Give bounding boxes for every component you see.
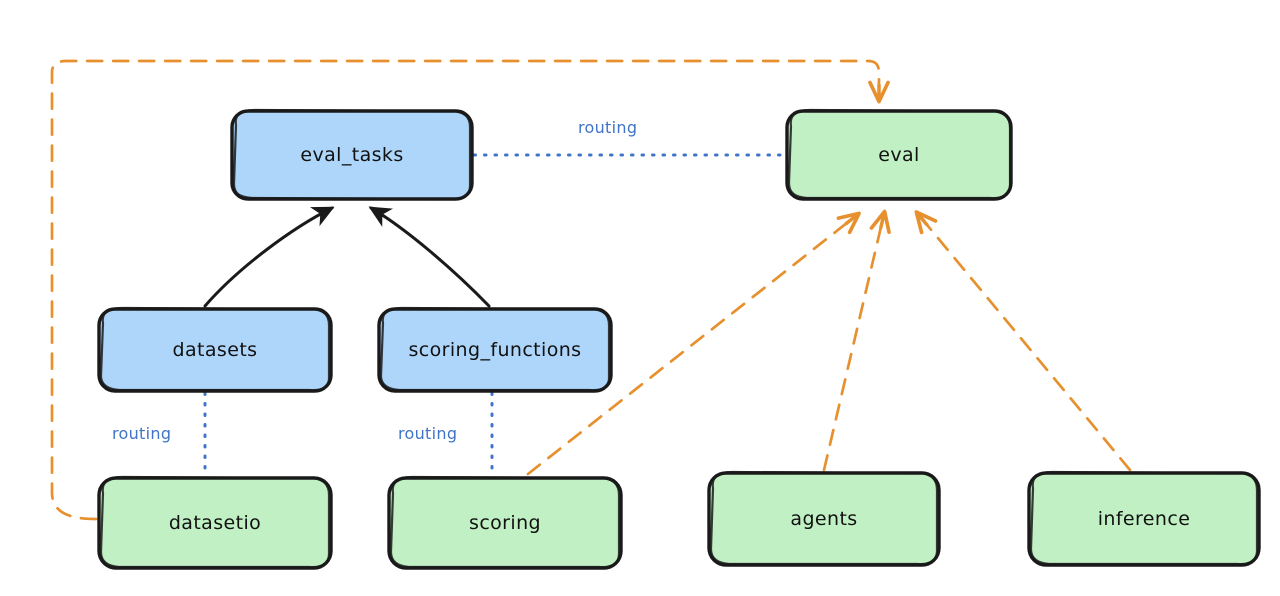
node-hit-datasetio[interactable] bbox=[99, 478, 331, 568]
edge-inference-to-eval bbox=[914, 210, 1132, 472]
edge-label-routing-eval: routing bbox=[578, 118, 638, 137]
node-hit-eval_tasks[interactable] bbox=[232, 111, 472, 199]
node-hit-datasets[interactable] bbox=[99, 309, 331, 391]
node-datasetio[interactable] bbox=[97, 475, 333, 570]
edge-datasetio-to-eval bbox=[50, 59, 890, 521]
node-inference[interactable] bbox=[1027, 470, 1261, 567]
node-hit-inference[interactable] bbox=[1029, 473, 1259, 565]
edge-label-routing-datasetio: routing bbox=[112, 424, 172, 443]
edge-scoring-to-eval bbox=[526, 211, 861, 476]
node-agents[interactable] bbox=[707, 470, 941, 567]
node-hit-scoring[interactable] bbox=[389, 478, 621, 568]
edge-scoring-functions-to-eval-tasks bbox=[368, 206, 491, 308]
node-hit-agents[interactable] bbox=[709, 473, 939, 565]
node-scoring_functions[interactable] bbox=[377, 306, 613, 393]
edge-label-routing-scoring: routing bbox=[398, 424, 458, 443]
node-eval_tasks[interactable] bbox=[230, 108, 474, 201]
node-hit-eval[interactable] bbox=[787, 111, 1011, 199]
node-datasets[interactable] bbox=[97, 306, 333, 393]
node-scoring[interactable] bbox=[387, 475, 623, 570]
node-hit-scoring_functions[interactable] bbox=[379, 309, 611, 391]
edge-datasets-to-eval-tasks bbox=[203, 206, 335, 308]
node-eval[interactable] bbox=[785, 108, 1013, 201]
edge-agents-to-eval bbox=[822, 209, 891, 472]
